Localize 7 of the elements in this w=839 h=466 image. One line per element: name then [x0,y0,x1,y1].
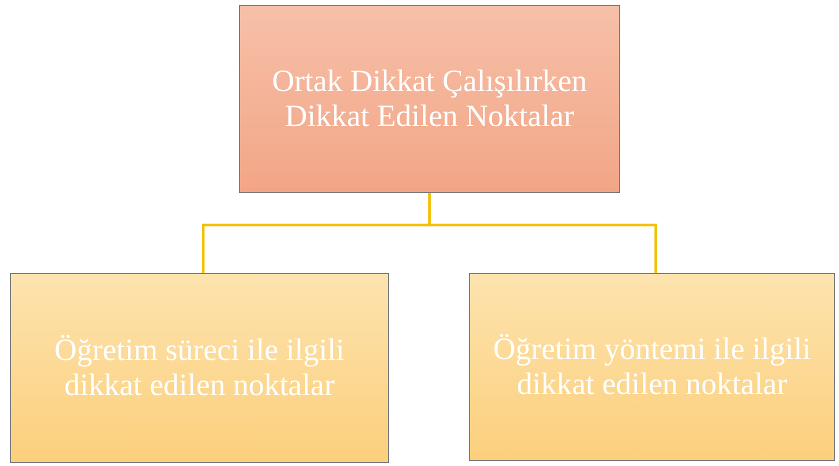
text-box [239,5,620,193]
box-label: Öğretim yöntemi ile ilgili dikkat edilen noktalar [492,332,812,402]
box-label: Ortak Dikkat Çalışılırken Dikkat Edilen Noktalar [270,64,588,134]
text-box [10,273,389,463]
box-label: Öğretim süreci ile ilgili dikkat edilen noktalar [53,333,346,403]
text-box [469,273,835,461]
connector-line [428,193,657,273]
